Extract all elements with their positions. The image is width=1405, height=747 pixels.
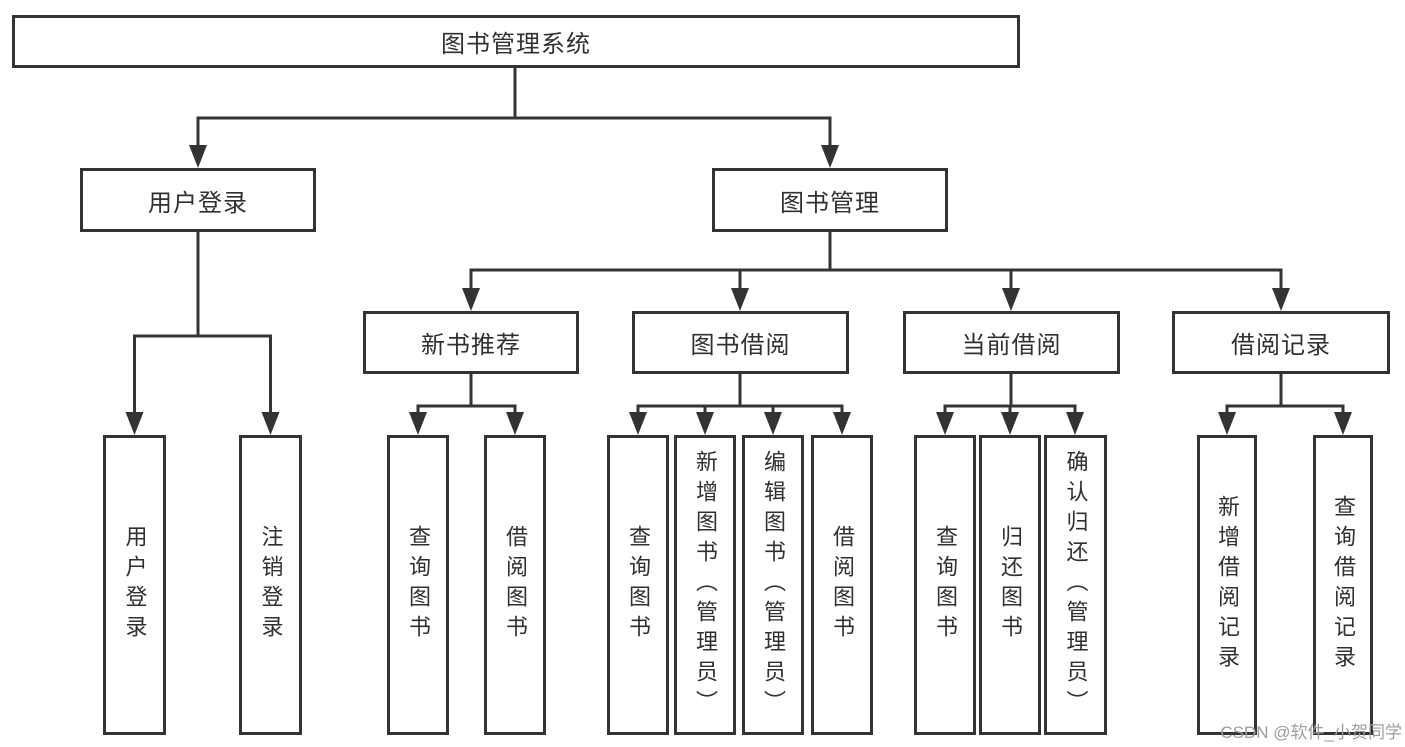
node-new-book-recommend-label: 新书推荐 <box>421 332 521 359</box>
node-book-borrow: 图书借阅 <box>632 311 849 374</box>
node-new-book-recommend: 新书推荐 <box>363 311 579 374</box>
leaf-query-books-recommend-label: 查询图书 <box>406 525 431 645</box>
leaf-query-books-recommend: 查询图书 <box>387 435 449 735</box>
leaf-borrow-books: 借阅图书 <box>811 435 873 735</box>
leaf-query-books-current: 查询图书 <box>914 435 976 735</box>
leaf-return-books-label: 归还图书 <box>998 525 1023 645</box>
leaf-borrow-books-label: 借阅图书 <box>830 525 855 645</box>
leaf-borrow-books-recommend-label: 借阅图书 <box>503 525 528 645</box>
leaf-query-books-borrow: 查询图书 <box>607 435 669 735</box>
leaf-edit-books-admin: 编辑图书（管理员） <box>742 435 804 735</box>
leaf-query-books-current-label: 查询图书 <box>933 525 958 645</box>
csdn-watermark: CSDN @软件_小贺同学 <box>1220 723 1402 742</box>
node-book-management: 图书管理 <box>712 168 948 232</box>
leaf-edit-books-admin-label: 编辑图书（管理员） <box>761 450 786 720</box>
node-book-management-label: 图书管理 <box>780 189 880 217</box>
leaf-query-borrow-record-label: 查询借阅记录 <box>1331 495 1356 675</box>
node-user-login: 用户登录 <box>80 168 316 232</box>
leaf-return-books: 归还图书 <box>979 435 1041 735</box>
node-current-borrow: 当前借阅 <box>903 311 1120 374</box>
leaf-logout-label: 注销登录 <box>258 525 284 645</box>
leaf-user-login-label: 用户登录 <box>122 525 148 645</box>
leaf-add-borrow-record: 新增借阅记录 <box>1197 435 1257 735</box>
node-borrow-records-label: 借阅记录 <box>1231 332 1331 359</box>
node-root-label: 图书管理系统 <box>441 31 591 58</box>
node-user-login-label: 用户登录 <box>148 189 248 217</box>
leaf-borrow-books-recommend: 借阅图书 <box>484 435 546 735</box>
node-borrow-records: 借阅记录 <box>1172 311 1390 374</box>
leaf-logout: 注销登录 <box>239 435 302 735</box>
leaf-confirm-return-admin-label: 确认归还（管理员） <box>1063 450 1089 720</box>
node-root-system: 图书管理系统 <box>12 15 1020 68</box>
leaf-confirm-return-admin: 确认归还（管理员） <box>1044 435 1107 735</box>
leaf-user-login: 用户登录 <box>103 435 166 735</box>
leaf-query-borrow-record: 查询借阅记录 <box>1313 435 1373 735</box>
leaf-add-borrow-record-label: 新增借阅记录 <box>1215 495 1240 675</box>
leaf-query-books-borrow-label: 查询图书 <box>626 525 651 645</box>
node-current-borrow-label: 当前借阅 <box>961 332 1062 359</box>
leaf-add-books-admin: 新增图书（管理员） <box>674 435 736 735</box>
node-book-borrow-label: 图书借阅 <box>690 332 791 359</box>
leaf-add-books-admin-label: 新增图书（管理员） <box>693 450 718 720</box>
